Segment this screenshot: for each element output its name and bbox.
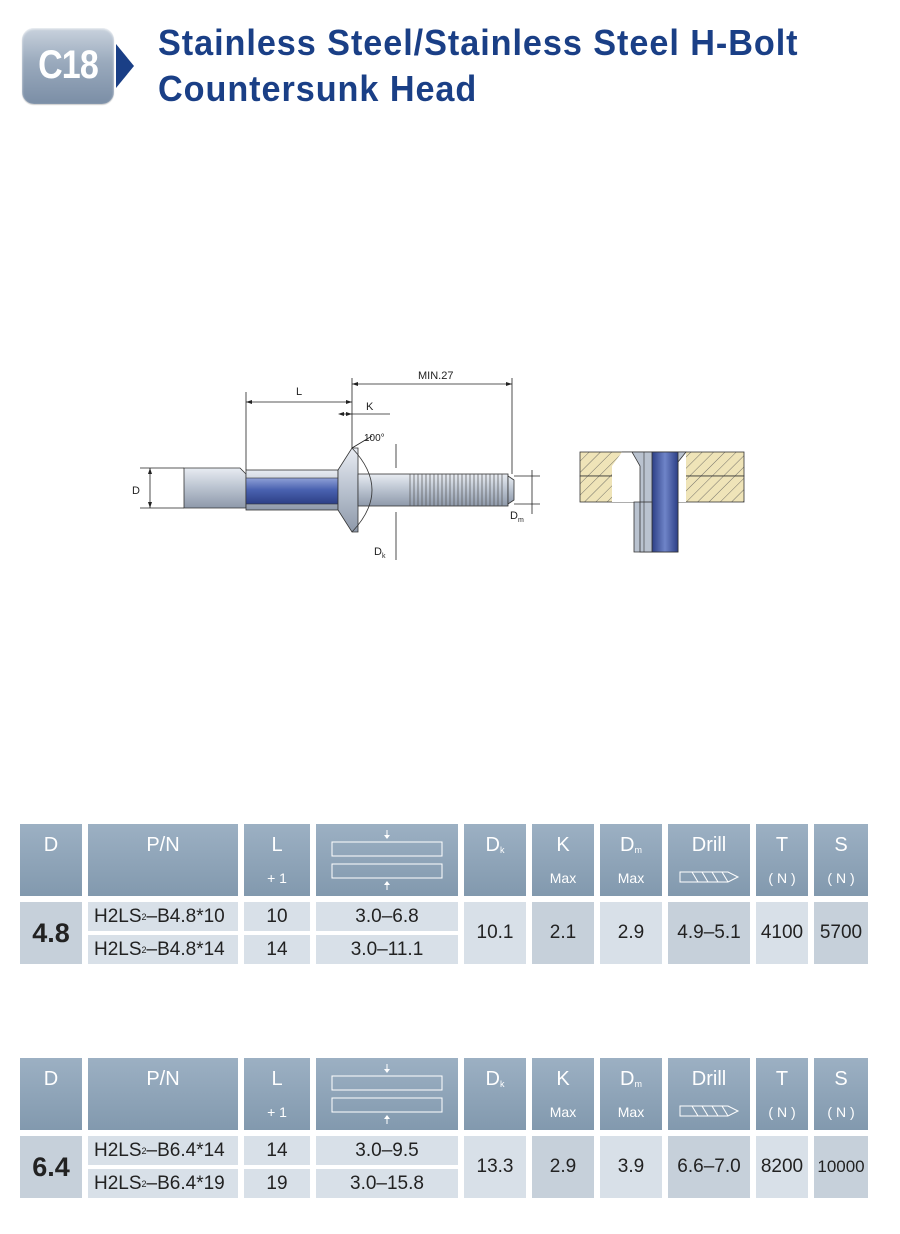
header-t: T( N )	[756, 1058, 808, 1130]
table-cell-grip: 3.0–9.5	[316, 1136, 458, 1165]
dim-label-l: L	[296, 386, 302, 398]
title-line-2: Countersunk Head	[158, 68, 478, 109]
header-dm-sub: m	[634, 1079, 642, 1089]
drill-bit-icon	[679, 1105, 740, 1117]
dim-label-dk-sub: k	[382, 553, 386, 560]
header-d: D	[20, 824, 82, 896]
header-l: L+ 1	[244, 1058, 310, 1130]
table-cell-s: 5700	[814, 902, 868, 964]
header-dk: Dk	[464, 824, 526, 896]
dim-label-k: K	[366, 401, 374, 413]
header-s: S( N )	[814, 824, 868, 896]
row-d-value: 6.4	[20, 1136, 82, 1198]
drill-bit-icon	[679, 871, 740, 883]
header-dk: Dk	[464, 1058, 526, 1130]
table-cell-k: 2.1	[532, 902, 594, 964]
dim-label-dm: Dm	[510, 510, 524, 524]
dim-label-d: D	[132, 485, 140, 497]
installed-section-diagram	[579, 451, 745, 553]
table-cell-t: 8200	[756, 1136, 808, 1198]
header-dk-sub: k	[499, 1079, 505, 1089]
table-cell-dm: 3.9	[600, 1136, 662, 1198]
dim-label-angle: 100°	[364, 433, 385, 444]
table-cell-dm: 2.9	[600, 902, 662, 964]
table-cell-l: 10	[244, 902, 310, 931]
badge-label: C18	[38, 43, 99, 87]
table-cell-l: 14	[244, 935, 310, 964]
table-cell-dk: 10.1	[464, 902, 526, 964]
table-cell-l: 14	[244, 1136, 310, 1165]
table-cell-grip: 3.0–11.1	[316, 935, 458, 964]
header-pn: P/N	[88, 1058, 238, 1130]
header-dk-sub: k	[499, 845, 505, 855]
table-cell-drill: 6.6–7.0	[668, 1136, 750, 1198]
table-cell-grip: 3.0–15.8	[316, 1169, 458, 1198]
table-cell-t: 4100	[756, 902, 808, 964]
dim-label-dm-sub: m	[518, 517, 524, 524]
header-drill: Drill	[668, 824, 750, 896]
table-cell-drill: 4.9–5.1	[668, 902, 750, 964]
header-l: L+ 1	[244, 824, 310, 896]
header-dm-sub: m	[634, 845, 642, 855]
header-s: S( N )	[814, 1058, 868, 1130]
page-title: Stainless Steel/Stainless Steel H-Bolt C…	[158, 20, 842, 112]
header-drill: Drill	[668, 1058, 750, 1130]
badge-arrow-icon	[116, 44, 134, 88]
section-badge: C18	[22, 28, 114, 104]
dim-label-dk: Dk	[374, 546, 386, 560]
header-grip-icon	[316, 824, 458, 896]
table-cell-s: 10000	[814, 1136, 868, 1198]
header-d: D	[20, 1058, 82, 1130]
table-cell-k: 2.9	[532, 1136, 594, 1198]
title-line-1: Stainless Steel/Stainless Steel H-Bolt	[158, 22, 799, 63]
table-cell-dk: 13.3	[464, 1136, 526, 1198]
header-t: T( N )	[756, 824, 808, 896]
row-d-value: 4.8	[20, 902, 82, 964]
table-cell-grip: 3.0–6.8	[316, 902, 458, 931]
table-cell-l: 19	[244, 1169, 310, 1198]
header-pn: P/N	[88, 824, 238, 896]
dim-label-min: MIN.27	[418, 370, 453, 382]
rivet-diagram: L MIN.27 K 100° D Dk Dm	[132, 370, 540, 560]
header-grip-icon	[316, 1058, 458, 1130]
